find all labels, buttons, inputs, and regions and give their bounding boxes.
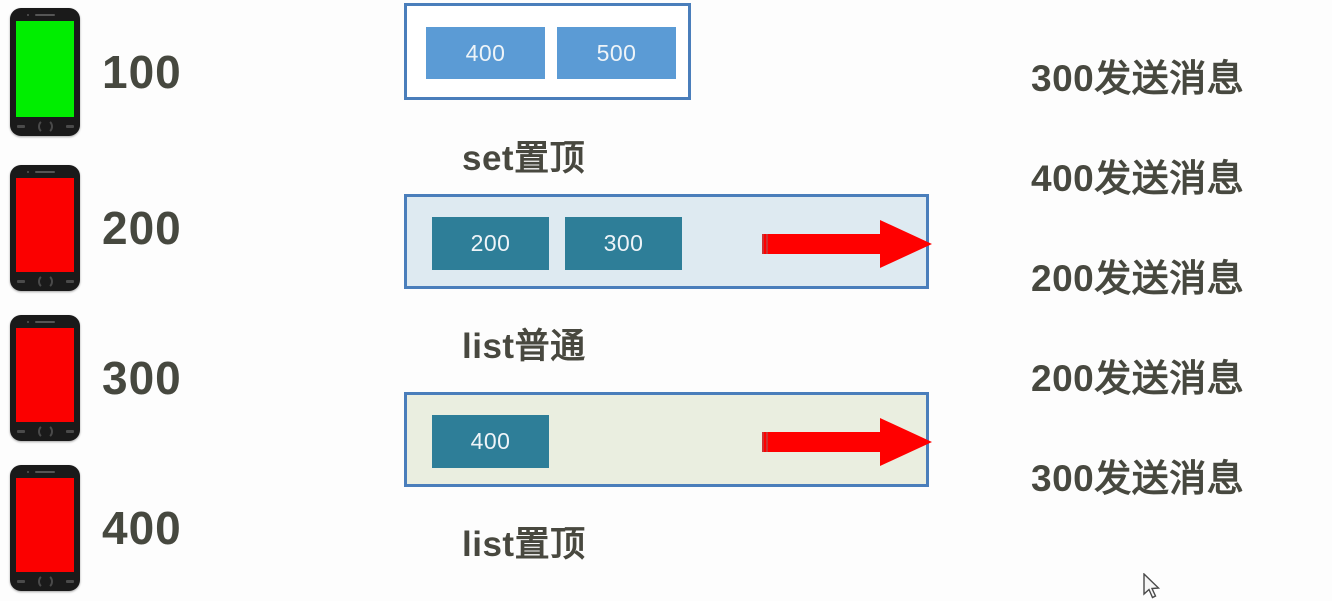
set-top-cell-1-value: 500 — [596, 39, 637, 66]
phone-speaker-icon — [35, 321, 55, 323]
set-top-cell-1[interactable]: 500 — [557, 27, 676, 79]
set-top-cell-0[interactable]: 400 — [426, 27, 545, 79]
phone-navbar — [10, 118, 80, 134]
list-normal-cell-0-value: 200 — [470, 230, 511, 256]
list-top-label: list置顶 — [462, 525, 586, 564]
phone-row-300: 300 — [10, 312, 270, 444]
phone-label-200: 200 — [102, 202, 182, 254]
phone-navbar — [10, 273, 80, 289]
phone-camera-icon — [27, 171, 29, 173]
list-normal-cell-1-value: 300 — [603, 230, 644, 256]
phone-navbar — [10, 573, 80, 589]
phone-row-100: 100 — [10, 4, 270, 140]
phone-device-400 — [10, 465, 80, 591]
nav-menu-icon — [65, 579, 74, 583]
nav-back-icon — [16, 579, 25, 583]
nav-menu-icon — [65, 429, 74, 433]
set-top-label: set置顶 — [462, 139, 586, 178]
list-top-cell-0[interactable]: 400 — [432, 415, 549, 468]
phone-camera-icon — [27, 471, 29, 473]
nav-home-icon — [37, 573, 53, 589]
nav-home-icon — [37, 423, 53, 439]
list-normal-cell-0[interactable]: 200 — [432, 217, 549, 270]
phone-label-100: 100 — [102, 46, 182, 98]
phone-device-300 — [10, 315, 80, 441]
list-normal-container: 200 300 — [404, 194, 932, 289]
message-line-4: 200发送消息 — [1031, 358, 1245, 399]
phone-screen-300 — [16, 328, 74, 422]
phone-screen-100 — [16, 21, 74, 117]
nav-home-icon — [37, 118, 53, 134]
set-top-container: 400 500 — [404, 3, 691, 100]
phone-camera-icon — [27, 14, 29, 16]
message-line-2: 400发送消息 — [1031, 158, 1245, 199]
phone-navbar — [10, 423, 80, 439]
nav-back-icon — [16, 429, 25, 433]
list-normal-cell-1[interactable]: 300 — [565, 217, 682, 270]
list-top-cell-0-value: 400 — [470, 428, 511, 454]
message-line-1: 300发送消息 — [1031, 58, 1245, 99]
nav-back-icon — [16, 279, 25, 283]
phone-label-400: 400 — [102, 502, 182, 554]
phone-row-400: 400 — [10, 462, 270, 594]
nav-home-icon — [37, 273, 53, 289]
phone-speaker-icon — [35, 14, 55, 16]
list-top-arrow-icon — [762, 418, 932, 466]
phone-speaker-icon — [35, 171, 55, 173]
list-normal-label: list普通 — [462, 327, 586, 366]
phone-label-300: 300 — [102, 352, 182, 404]
message-line-3: 200发送消息 — [1031, 258, 1245, 299]
phone-camera-icon — [27, 321, 29, 323]
set-top-cell-0-value: 400 — [465, 39, 506, 66]
phone-screen-400 — [16, 478, 74, 572]
nav-menu-icon — [65, 124, 74, 128]
phone-screen-200 — [16, 178, 74, 272]
phone-row-200: 200 — [10, 162, 270, 294]
phone-device-100 — [10, 8, 80, 136]
mouse-pointer-icon — [1143, 573, 1161, 599]
phone-speaker-icon — [35, 471, 55, 473]
list-top-container: 400 — [404, 392, 932, 487]
nav-menu-icon — [65, 279, 74, 283]
list-normal-arrow-icon — [762, 220, 932, 268]
nav-back-icon — [16, 124, 25, 128]
message-line-5: 300发送消息 — [1031, 458, 1245, 499]
phone-device-200 — [10, 165, 80, 291]
